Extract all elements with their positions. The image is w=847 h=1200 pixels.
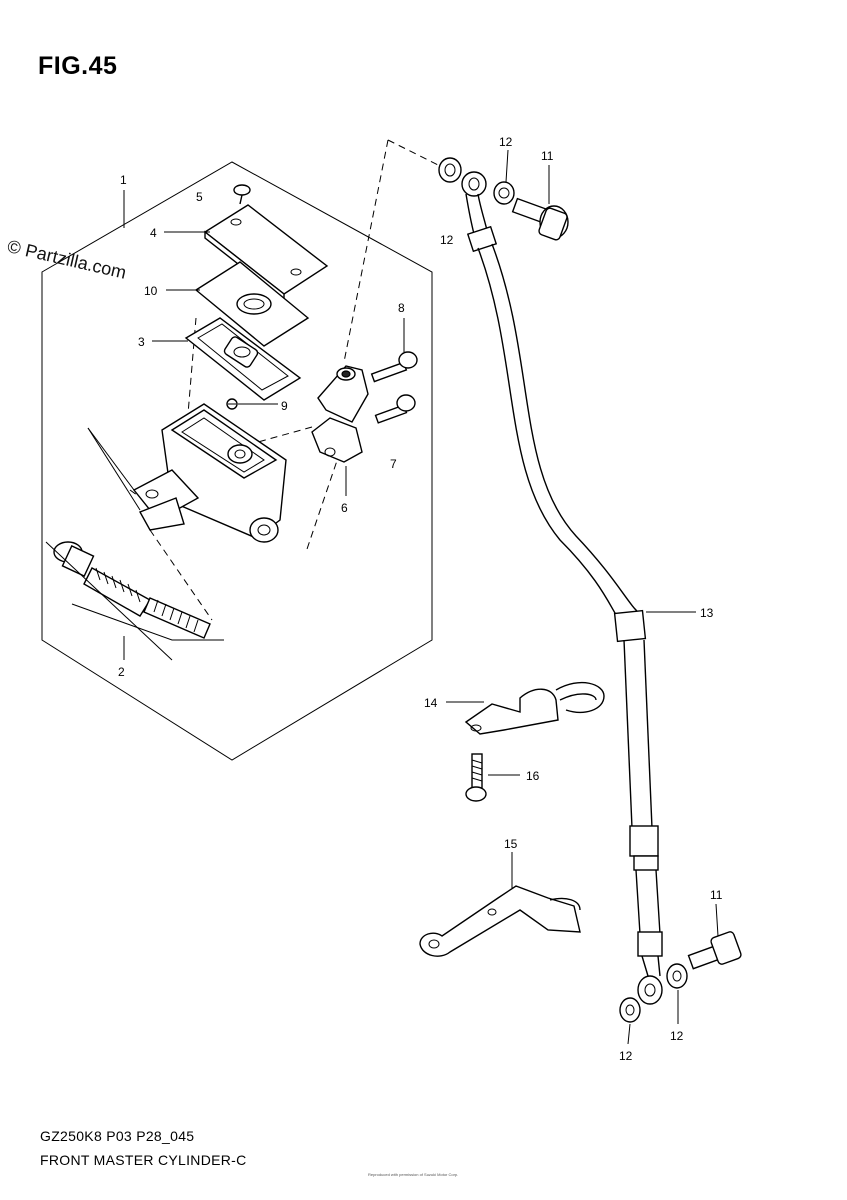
callout-leaders [123,149,719,1045]
callout-14: 14 [424,696,438,710]
callout-5: 5 [196,190,203,204]
callout-16: 16 [526,769,540,783]
master-cylinder-body [132,403,287,543]
bottom-banjo-fitting [619,931,742,1023]
top-banjo-fitting [438,157,569,241]
callout-15: 15 [504,837,518,851]
clamp [311,365,369,463]
callout-12-bottom-right: 12 [670,1029,684,1043]
hose-bracket [419,885,581,957]
callout-12-bottom-left: 12 [619,1049,633,1063]
callout-7: 7 [390,457,397,471]
callout-12-top-right: 12 [499,135,513,149]
callout-4: 4 [150,226,157,240]
figure-title: FIG.45 [38,52,118,80]
diaphragm [184,317,302,401]
diagram-code: GZ250K8 P03 P28_045 [40,1128,195,1144]
callout-1: 1 [120,173,127,187]
callout-12-top-left: 12 [440,233,454,247]
piston-leader-lines [45,427,224,661]
callout-2: 2 [118,665,125,679]
callout-numbers: 1 2 3 4 5 6 7 8 9 10 11 11 12 12 12 12 1… [118,135,723,1063]
piston-kit [53,541,211,639]
hose-clamp [464,681,605,735]
callout-9: 9 [281,399,288,413]
callout-13: 13 [700,606,714,620]
brake-hose [465,193,663,977]
callout-6: 6 [341,501,348,515]
small-screw [226,398,238,410]
clamp-bolts [370,351,418,424]
cap-screw [233,184,251,205]
assembly-outline [41,161,433,761]
reservoir-plate [194,261,310,347]
clamp-mount-bolt [465,753,487,802]
callout-11-bottom: 11 [710,888,723,902]
diagram-caption: FRONT MASTER CYLINDER-C [40,1152,247,1168]
callout-3: 3 [138,335,145,349]
fine-print: Reproduced with permission of Suzuki Mot… [368,1172,459,1177]
callout-8: 8 [398,301,405,315]
callout-11-top: 11 [541,149,554,163]
callout-10: 10 [144,284,158,298]
